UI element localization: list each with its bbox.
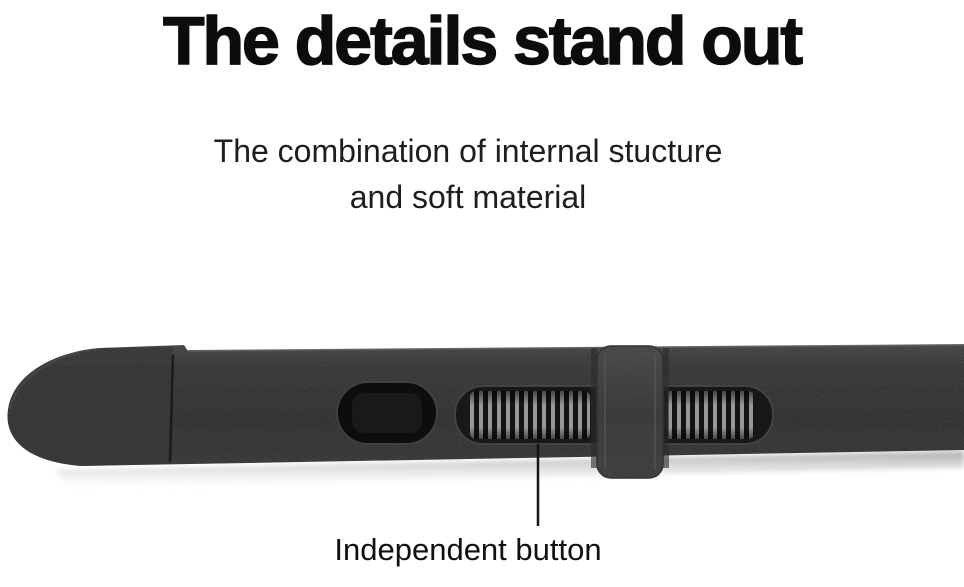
corner-highlight (9, 348, 101, 410)
phone-case-illustration (7, 344, 964, 526)
bumper-seam (168, 354, 175, 463)
annotation-caption: Independent button (334, 532, 602, 567)
button-ridges-left-shading (470, 391, 590, 439)
case-clamp (591, 345, 669, 479)
corner-bumper (7, 347, 173, 466)
case-shadow (55, 451, 964, 488)
case-top-highlight (187, 344, 964, 352)
page-title: The details stand out (162, 3, 804, 79)
subtitle-line-1: The combination of internal stucture (213, 133, 723, 170)
subtitle-line-2: and soft material (349, 178, 587, 215)
phone-case-photo (0, 330, 964, 530)
power-button (336, 381, 438, 445)
subtitle: The combination of internal stucture and… (0, 129, 950, 220)
